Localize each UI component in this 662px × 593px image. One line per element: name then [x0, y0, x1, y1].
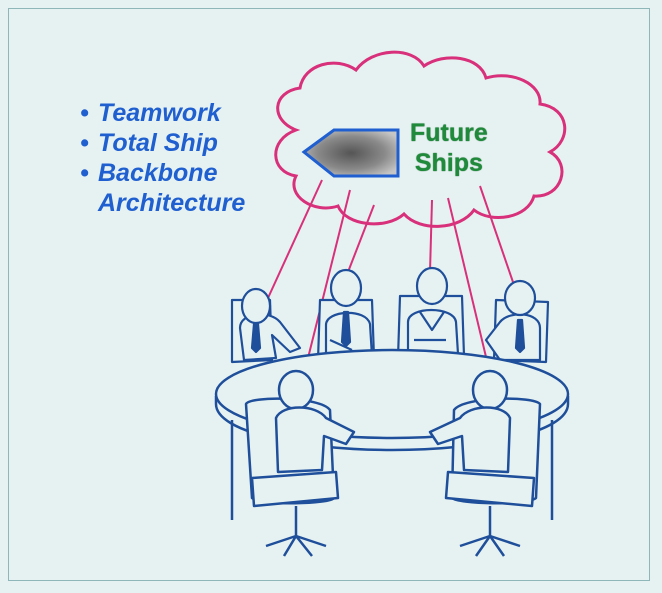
ship-arrow-icon	[301, 128, 400, 178]
cloud-label: Future Ships	[410, 118, 488, 178]
bullet-marker: •	[80, 99, 89, 127]
cloud-label-line1: Future	[410, 119, 488, 147]
bullet-list: •Teamwork •Total Ship •Backbone Architec…	[80, 98, 245, 218]
cloud-shape	[274, 50, 567, 228]
bullet-marker: •	[80, 129, 89, 157]
bullet-marker: •	[80, 159, 89, 187]
bullet-teamwork: •Teamwork	[80, 99, 221, 127]
person-figure	[316, 268, 376, 362]
bullet-architecture: Architecture	[98, 189, 246, 217]
bullet-total-ship: •Total Ship	[80, 129, 218, 157]
person-figure	[428, 369, 512, 474]
person-figure	[396, 266, 466, 360]
diagram-frame	[8, 8, 650, 581]
person-figure	[484, 279, 550, 364]
cloud-label-line2: Ships	[414, 149, 483, 177]
person-figure	[274, 369, 356, 474]
bullet-backbone: •Backbone	[80, 159, 218, 187]
person-figure	[230, 287, 302, 364]
